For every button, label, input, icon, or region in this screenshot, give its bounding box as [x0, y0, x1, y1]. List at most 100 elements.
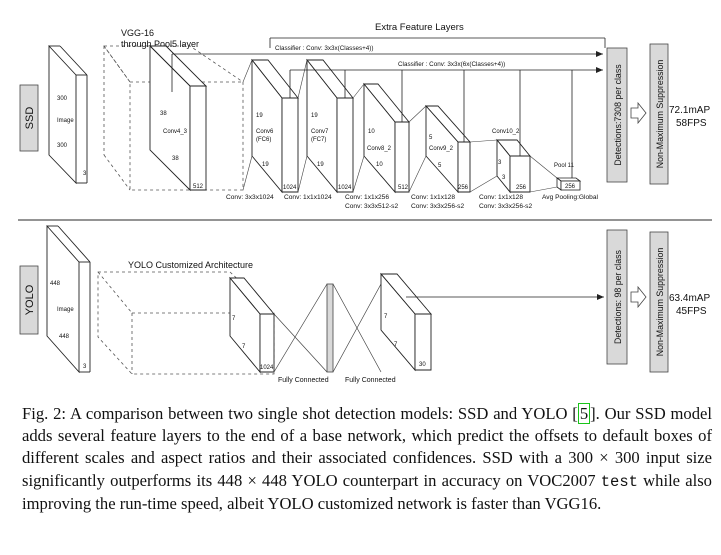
conv-label-1: Conv: 3x3x1024 [226, 194, 274, 201]
ssd-image-label: Image [57, 118, 74, 124]
ssd-image-size-top: 300 [57, 96, 68, 102]
conv7-depth: 1024 [338, 185, 352, 191]
ssd-nms-box: Non-Maximum Suppression [649, 43, 669, 185]
yolo-map: 63.4mAP [669, 293, 710, 304]
ssd-side-text: SSD [24, 107, 36, 130]
conv-label-2: Conv: 1x1x1024 [284, 194, 332, 201]
conv10_2-depth: 256 [516, 185, 527, 191]
ssd-conv4_3-block: 38 Conv4_3 38 512 [148, 44, 208, 192]
ssd-nms-arrow [630, 101, 647, 125]
yolo-fc-label-2: Fully Connected [345, 377, 396, 384]
yolo-panel: YOLO 448 Image 448 3 YOLO Customized Arc… [19, 224, 710, 384]
ssd-fps: 58FPS [676, 118, 707, 129]
conv4_3-label: Conv4_3 [163, 129, 188, 135]
yolo-conv-block-2: 7 7 30 [380, 272, 432, 372]
yolo-block1-depth: 1024 [260, 365, 274, 371]
figure-caption: Fig. 2: A comparison between two single … [22, 403, 712, 515]
ssd-detections-box: Detections:7308 per class [606, 47, 628, 183]
yolo-custom-arch-box [97, 271, 275, 375]
yolo-detections-text: Detections: 98 per class [613, 249, 623, 343]
classifier-label-top: Classifier : Conv: 3x3x(Classes+4)) [275, 45, 374, 52]
vgg16-subtitle: through Pool5 layer [121, 39, 199, 49]
conv10_2-size-bot: 3 [502, 175, 506, 181]
caption-prefix: Fig. 2: A comparison between two single … [22, 404, 578, 423]
ssd-side-label: SSD [19, 84, 39, 152]
yolo-block1-size-top: 7 [232, 316, 236, 322]
conv6-label-1: Conv6 [256, 129, 274, 135]
conv4_3-size-bot: 38 [172, 156, 179, 162]
ssd-image-depth: 3 [83, 171, 87, 177]
conv6-size-bot: 19 [262, 162, 269, 168]
yolo-conv-block-1: 7 7 1024 [229, 276, 275, 374]
conv7-size-bot: 19 [317, 162, 324, 168]
conv4_3-depth: 512 [193, 184, 204, 190]
yolo-detections-box: Detections: 98 per class [606, 229, 628, 365]
yolo-nms-box: Non-Maximum Suppression [649, 231, 669, 373]
yolo-block2-depth: 30 [419, 362, 426, 368]
ssd-pool11-block: Pool 11 256 [554, 163, 582, 191]
yolo-arch-title: YOLO Customized Architecture [128, 260, 253, 270]
conv-label-7: Conv: 1x1x128 [479, 194, 523, 201]
yolo-fc-connections [273, 283, 382, 373]
ssd-conv7-block: 19 Conv7 (FC7) 19 1024 [306, 58, 354, 194]
conv-label-5: Conv: 1x1x128 [411, 194, 455, 201]
ssd-conv10_2-block: Conv10_2 3 3 256 [492, 129, 531, 194]
classifier-label-2: Classifier : Conv: 3x3x(6x(Classes+4)) [398, 61, 505, 68]
conv9_2-label: Conv9_2 [429, 146, 454, 152]
yolo-block2-size-bot: 7 [394, 342, 398, 348]
citation-link[interactable]: 5 [577, 403, 591, 424]
ssd-detections-text: Detections:7308 per class [613, 64, 623, 166]
ssd-conv6-block: 19 Conv6 (FC6) 19 1024 [251, 58, 299, 194]
yolo-block1-size-bot: 7 [242, 344, 246, 350]
yolo-side-text: YOLO [24, 284, 36, 315]
yolo-fc-label-1: Fully Connected [278, 377, 329, 384]
ssd-map: 72.1mAP [669, 105, 710, 116]
caption-end: while also improving the run-time speed,… [22, 470, 712, 513]
conv7-size-top: 19 [311, 113, 318, 119]
ssd-nms-text: Non-Maximum Suppression [655, 60, 665, 169]
extra-feature-layers-bracket: Extra Feature Layers [269, 22, 606, 48]
conv-label-8: Conv: 3x3x256-s2 [479, 203, 532, 210]
conv8_2-size-top: 10 [368, 129, 375, 135]
yolo-fc-bar [326, 283, 334, 373]
extra-feature-layers-title: Extra Feature Layers [375, 22, 464, 33]
yolo-image-size-top: 448 [50, 281, 61, 287]
conv6-depth: 1024 [283, 185, 297, 191]
conv6-size-top: 19 [256, 113, 263, 119]
conv10_2-size-top: 3 [498, 160, 502, 166]
yolo-nms-text: Non-Maximum Suppression [655, 248, 665, 357]
conv-label-3: Conv: 1x1x256 [345, 194, 389, 201]
conv-label-4: Conv: 3x3x512-s2 [345, 203, 398, 210]
caption-body: ]. Our SSD model adds several feature la… [22, 404, 713, 490]
pool11-label: Pool 11 [554, 163, 575, 169]
yolo-input-image: 448 Image 448 3 [46, 224, 91, 374]
conv8_2-label: Conv8_2 [367, 146, 392, 152]
conv8_2-depth: 512 [398, 185, 409, 191]
conv4_3-size-top: 38 [160, 111, 167, 117]
conv9_2-depth: 256 [458, 185, 469, 191]
yolo-block2-size-top: 7 [384, 314, 388, 320]
conv-label-9: Avg Pooling:Global [542, 194, 598, 201]
pool11-depth: 256 [565, 184, 576, 190]
conv7-label-1: Conv7 [311, 129, 329, 135]
conv7-label-2: (FC7) [311, 137, 326, 143]
yolo-nms-arrow [630, 285, 647, 309]
yolo-image-depth: 3 [83, 364, 87, 370]
conv9_2-size-top: 5 [429, 135, 433, 141]
conv8_2-size-bot: 10 [376, 162, 383, 168]
ssd-block-connectors [242, 59, 558, 193]
conv9_2-size-bot: 5 [438, 163, 442, 169]
vgg16-title: VGG-16 [121, 28, 154, 38]
ssd-input-image: 300 Image 300 3 [48, 44, 88, 185]
yolo-fps: 45FPS [676, 306, 707, 317]
ssd-conv8_2-block: 10 Conv8_2 10 512 [363, 82, 410, 194]
yolo-image-size-bot: 448 [59, 334, 70, 340]
ssd-classifier-arrows [171, 51, 603, 178]
conv10_2-label: Conv10_2 [492, 129, 520, 135]
conv6-label-2: (FC6) [256, 137, 271, 143]
ssd-panel: SSD 300 Image 300 3 VGG-16 through Pool5… [19, 22, 710, 210]
ssd-image-size-bot: 300 [57, 143, 68, 149]
yolo-image-label: Image [57, 307, 74, 313]
conv-label-6: Conv: 3x3x256-s2 [411, 203, 464, 210]
